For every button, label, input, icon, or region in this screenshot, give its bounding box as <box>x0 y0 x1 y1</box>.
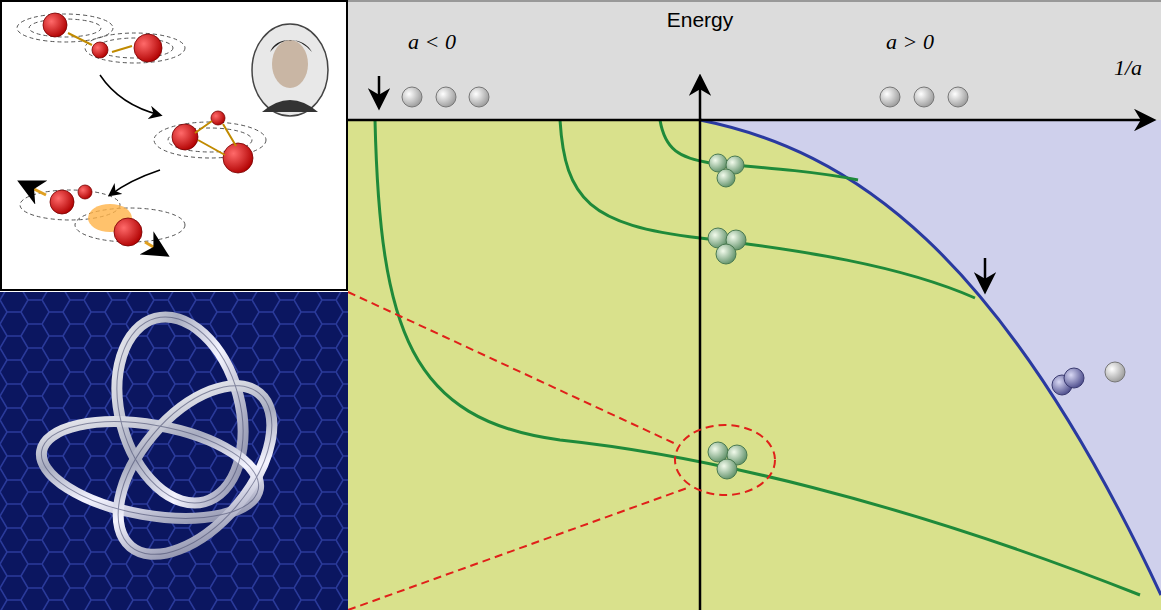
axis-label: 1/a <box>1114 56 1142 80</box>
axis-label: a < 0 <box>408 30 456 54</box>
axis-label: Energy <box>667 8 734 31</box>
axis-label: a > 0 <box>886 30 934 54</box>
